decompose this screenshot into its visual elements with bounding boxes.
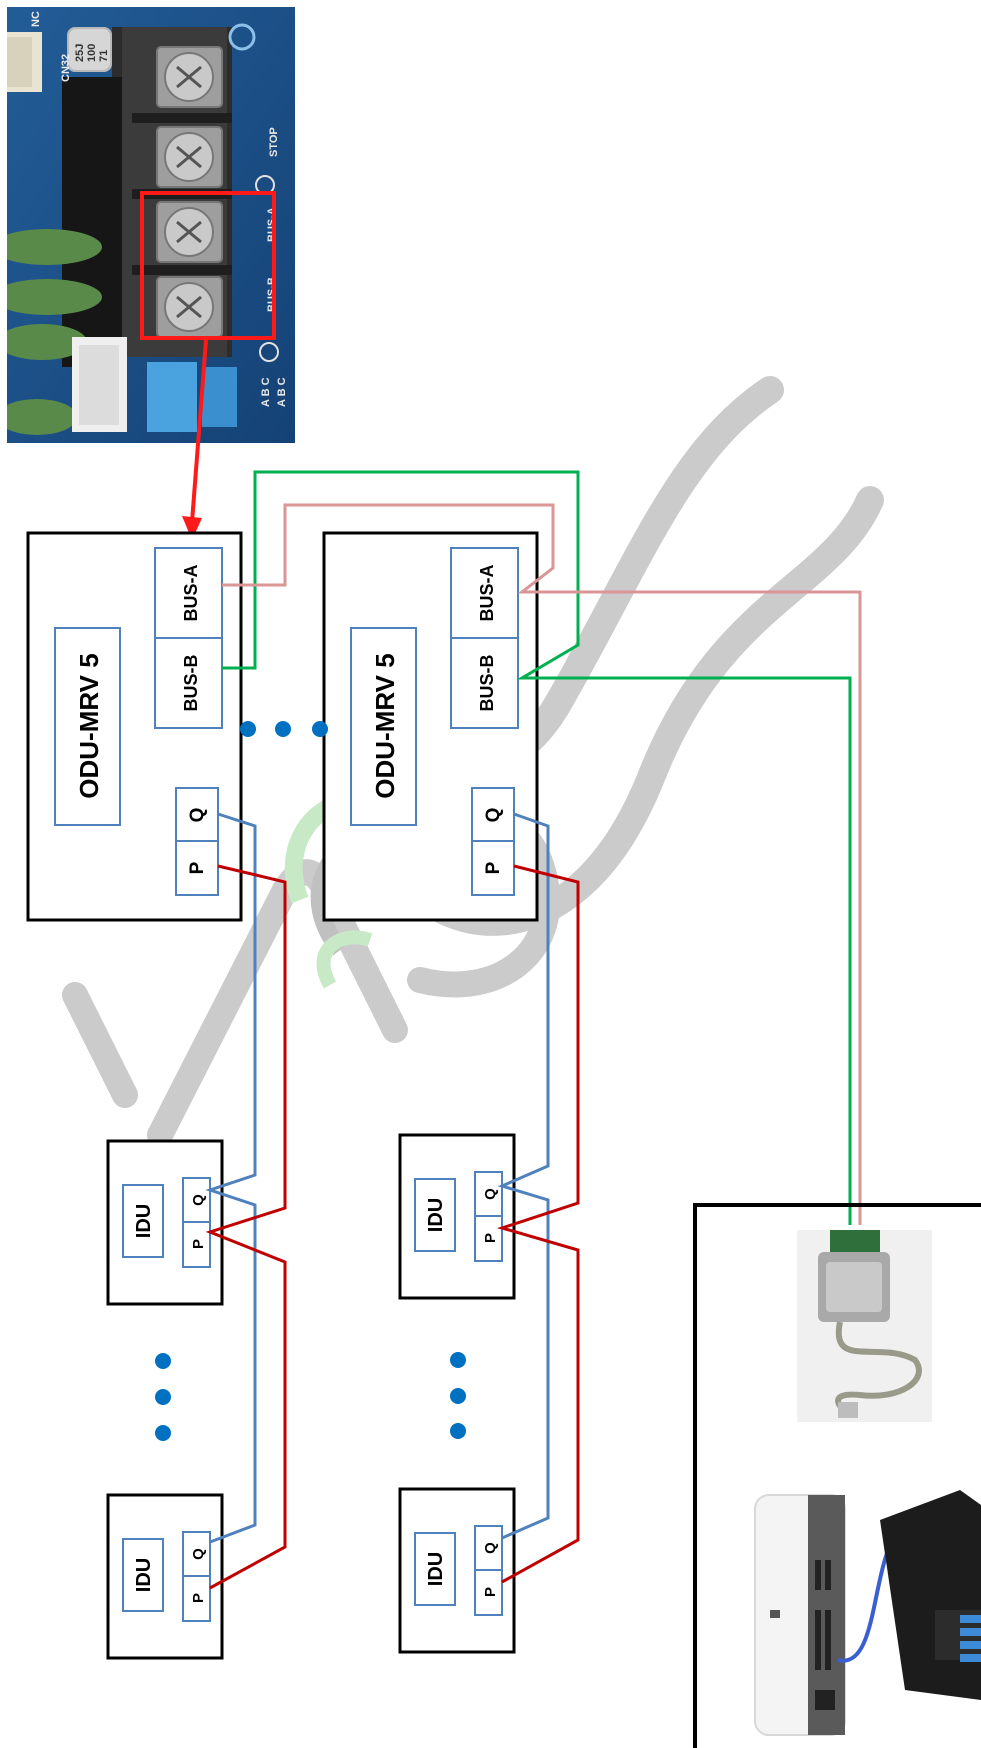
odu-2-label: ODU-MRV 5: [370, 653, 400, 798]
odu-1-bus-b-label: BUS-B: [181, 655, 201, 712]
idu-unit-2: IDU Q P: [108, 1495, 222, 1658]
idu-4-p-label: P: [482, 1587, 499, 1597]
idu-unit-4: IDU Q P: [400, 1489, 514, 1652]
odu-1-p-label: P: [187, 861, 208, 874]
odu-2-p-label: P: [483, 861, 504, 874]
idu-2-q-label: Q: [190, 1548, 207, 1560]
idu-2-label: IDU: [133, 1558, 155, 1592]
odu-2-bus-b-label: BUS-B: [477, 655, 497, 712]
odu-2-bus-a-label: BUS-A: [477, 565, 497, 622]
idu-1-label: IDU: [133, 1204, 155, 1238]
idu-3-label: IDU: [425, 1198, 447, 1232]
idu-ellipsis-dots-right: [450, 1352, 466, 1439]
odu-1-bus-a-label: BUS-A: [181, 565, 201, 622]
odu-1-label: ODU-MRV 5: [74, 653, 104, 798]
odu-2-q-label: Q: [483, 808, 504, 823]
odu-unit-1: ODU-MRV 5 BUS-A BUS-B Q P: [28, 533, 241, 920]
idu-unit-1: IDU Q P: [108, 1141, 222, 1304]
odu-ellipsis-dots: [240, 721, 328, 737]
mini-pc-switch-illustration: [755, 1490, 981, 1735]
rs485-adapter-illustration: [797, 1230, 932, 1422]
idu-3-q-label: Q: [482, 1188, 499, 1200]
odu-1-q-label: Q: [187, 808, 208, 823]
odu-unit-2: ODU-MRV 5 BUS-A BUS-B Q P: [324, 533, 537, 920]
idu-4-q-label: Q: [482, 1542, 499, 1554]
idu-4-label: IDU: [425, 1552, 447, 1586]
idu-3-p-label: P: [482, 1233, 499, 1243]
idu-1-q-label: Q: [190, 1194, 207, 1206]
idu-1-p-label: P: [190, 1239, 207, 1249]
idu-unit-3: IDU Q P: [400, 1135, 514, 1298]
idu-2-p-label: P: [190, 1593, 207, 1603]
idu-ellipsis-dots-left: [155, 1353, 171, 1441]
